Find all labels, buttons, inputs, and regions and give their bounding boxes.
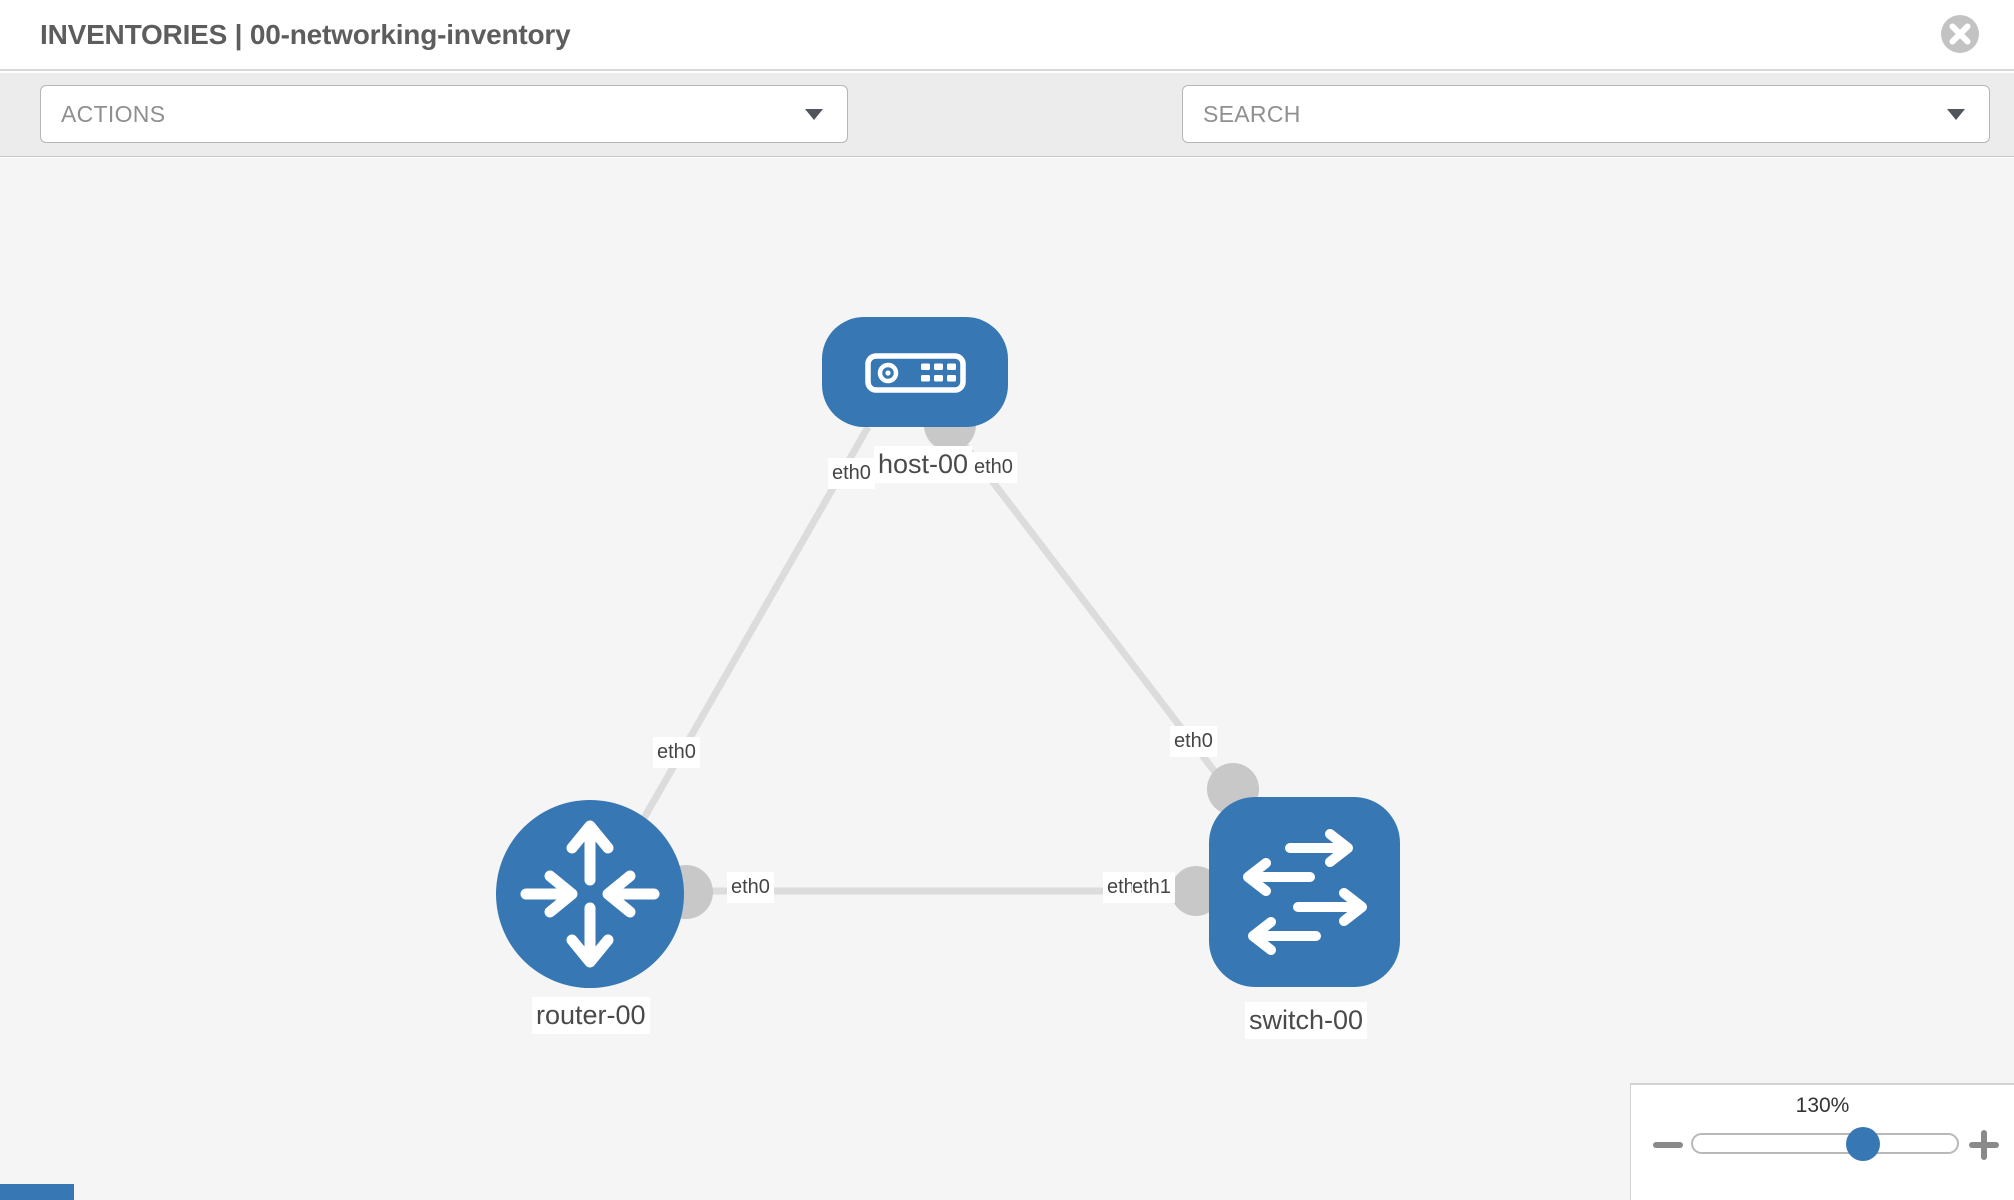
zoom-slider-track[interactable] [1691,1133,1959,1154]
actions-dropdown-label: ACTIONS [61,100,166,127]
interface-label-switch-end-overlap: eth0eth1 [1103,872,1175,903]
close-icon [1941,15,1979,53]
router-icon [520,820,660,968]
zoom-panel: 130% [1630,1083,2014,1200]
host-icon [865,353,966,393]
interface-label-router-end: eth0 [727,872,774,903]
node-host[interactable] [822,317,1008,427]
interface-label-switch-end-hidden: eth0 [1107,876,1132,898]
zoom-out-button[interactable] [1653,1139,1683,1151]
page-title: INVENTORIES | 00-networking-inventory [40,18,571,50]
link-host-router[interactable] [616,425,872,862]
close-button[interactable] [1939,13,1981,55]
topology-canvas[interactable]: host-00 router-00 switch-00 eth0 eth0 et… [0,158,2014,1200]
links [600,423,1300,895]
chevron-down-icon [1947,109,1965,120]
search-input[interactable] [1203,100,1903,128]
connector-switch-left [1171,866,1221,916]
footer-blue-strip [0,1184,74,1200]
interface-label-host-right: eth0 [970,452,1017,483]
minus-icon [1653,1142,1683,1148]
switch-icon [1243,829,1367,955]
node-label-switch: switch-00 [1245,1002,1368,1039]
node-label-host: host-00 [874,446,973,483]
panel-header: INVENTORIES | 00-networking-inventory [0,0,2014,71]
interface-label-host-router: eth0 [653,737,700,768]
chevron-down-icon [805,109,823,120]
interface-label-switch-end: eth1 [1132,876,1171,898]
toolbar: ACTIONS [0,73,2014,204]
search-dropdown[interactable] [1182,85,1990,143]
zoom-slider-thumb[interactable] [1846,1127,1880,1161]
node-switch[interactable] [1209,797,1400,987]
actions-dropdown[interactable]: ACTIONS [40,85,848,143]
node-label-router: router-00 [532,997,650,1034]
node-router[interactable] [496,800,684,988]
zoom-in-button[interactable] [1969,1130,1999,1160]
interface-label-host-left: eth0 [828,458,875,489]
topology-svg [496,317,1400,988]
zoom-level-label: 130% [1795,1094,1850,1117]
interface-label-host-switch: eth0 [1170,726,1217,757]
